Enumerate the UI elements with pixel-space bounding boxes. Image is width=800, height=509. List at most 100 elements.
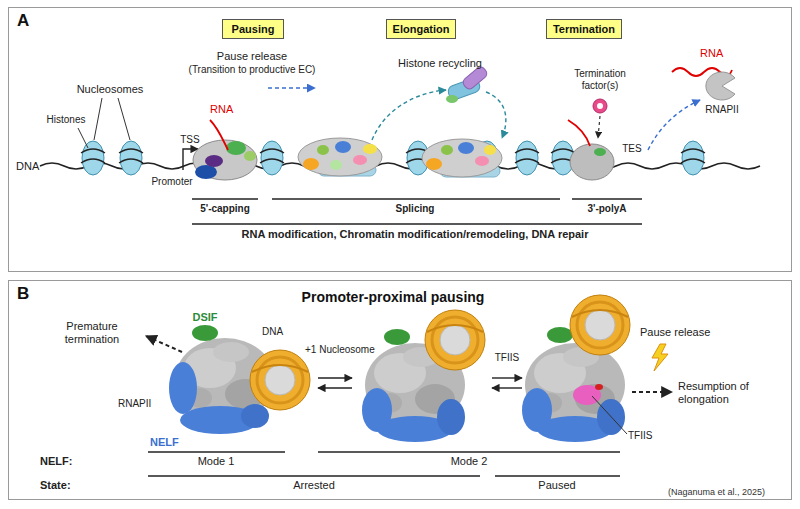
- elongation-complex: [298, 138, 382, 176]
- released-rnapii: [706, 72, 735, 100]
- release-arrow: [648, 100, 700, 150]
- leader-line: [78, 128, 88, 148]
- nucleosome: [681, 141, 705, 175]
- elongation-complex: [422, 139, 502, 177]
- row-heading: NELF:: [40, 455, 72, 468]
- arrested-complex: [192, 325, 218, 341]
- elongation-complex: [363, 144, 377, 154]
- process-bar: [192, 223, 642, 225]
- histone-octamer: [446, 95, 458, 103]
- process-bar: [572, 198, 642, 200]
- polymerase-label: RNAPII: [692, 104, 752, 116]
- stage-name: Termination: [547, 20, 621, 38]
- part-label: Histones: [36, 114, 96, 126]
- site-label: TES: [612, 143, 652, 155]
- terminating-complex: [594, 148, 606, 156]
- site-label: Promoter: [137, 176, 207, 188]
- mode-label: Mode 2: [439, 455, 499, 468]
- elongation-complex: [317, 145, 329, 155]
- stage-box: Pausing: [222, 19, 284, 39]
- factor-arrow: [598, 116, 600, 138]
- leader-line: [592, 396, 627, 434]
- outcome-label: Pause release: [640, 326, 710, 339]
- terminating-complex: [570, 144, 614, 180]
- equilibrium-arrow: [318, 387, 352, 388]
- rna-label: RNA: [700, 47, 723, 60]
- process-name: 5'-capping: [185, 203, 265, 215]
- factor-label: NELF: [150, 436, 179, 449]
- arrested-complex: [437, 399, 465, 435]
- leader-line: [78, 98, 130, 148]
- nucleosome: [260, 141, 284, 175]
- termination-factor: [593, 99, 607, 113]
- state-label: Paused: [517, 479, 597, 492]
- arrested-complex: [425, 310, 485, 370]
- recycling-arrow: [372, 90, 446, 140]
- paused-complex: [595, 384, 603, 390]
- process-bar: [272, 198, 560, 200]
- process-name: RNA modification, Chromatin modification…: [185, 228, 645, 241]
- process-note: Pause release: [192, 50, 312, 63]
- pause-release-arrow: [268, 87, 315, 89]
- site-label: TSS: [170, 134, 210, 146]
- arrested-complex: [169, 362, 197, 414]
- elongation-complex: [475, 156, 489, 166]
- part-label: DNA: [16, 160, 39, 173]
- paused-complex: [193, 120, 257, 180]
- elongation-complex: [441, 145, 453, 155]
- arrested-complex: [169, 325, 310, 434]
- arrested-complex: [362, 310, 485, 442]
- factor-label: DSIF: [185, 311, 225, 324]
- state-bar: [495, 475, 620, 477]
- panel-letter: B: [17, 284, 29, 304]
- lightning-bolt: [652, 344, 668, 371]
- elongation-complex: [484, 145, 496, 155]
- row-heading: State:: [40, 479, 71, 492]
- equilibrium-arrow: [492, 387, 522, 388]
- polymerase-label: RNAPII: [118, 398, 151, 410]
- termination-factor: [593, 99, 607, 113]
- elongation-complex: [426, 158, 442, 170]
- equilibrium-arrow: [318, 378, 522, 388]
- factor-label: TFIIS: [487, 352, 527, 364]
- factor-label: TFIIS: [628, 430, 652, 442]
- state-bar: [148, 475, 480, 477]
- process-bar: [192, 198, 258, 200]
- paused-complex: [205, 155, 223, 167]
- paused-complex: [193, 140, 257, 180]
- dna-strand: [40, 163, 760, 169]
- paused-complex: [547, 327, 573, 343]
- paused-complex: [195, 165, 217, 179]
- equilibrium-arrow: [492, 377, 522, 378]
- process-note: Histone recycling: [380, 57, 500, 70]
- rna-label: RNA: [210, 103, 233, 116]
- citation: (Naganuma et al., 2025): [668, 487, 765, 497]
- paused-complex: [522, 295, 630, 442]
- elongation-complex: [298, 138, 382, 176]
- process-bar: [192, 199, 642, 224]
- panel-title: Promoter-proximal pausing: [243, 289, 543, 305]
- elongation-complex: [303, 158, 319, 170]
- mode-label: Mode 1: [186, 455, 246, 468]
- outcome-label: Premature termination: [44, 320, 140, 345]
- process-name: Splicing: [375, 203, 455, 215]
- process-note: (Transition to productive EC): [167, 64, 337, 76]
- leader-line: [94, 98, 102, 140]
- elongation-complex: [353, 155, 367, 165]
- paused-complex: [226, 141, 246, 155]
- elongation-complex: [458, 142, 474, 154]
- panel-frame: B Promoter-proximal pausing: [8, 280, 792, 500]
- nucleosome: [119, 141, 143, 175]
- state-bar: [148, 452, 620, 476]
- elongation-complex: [330, 160, 342, 170]
- leader-line: [118, 98, 130, 140]
- arrested-complex: [250, 350, 310, 410]
- elongation-complex: [422, 139, 502, 177]
- nucleosome: [515, 141, 539, 175]
- paused-complex: [244, 151, 256, 161]
- state-bar: [318, 451, 620, 453]
- factor-label: Termination factor(s): [564, 68, 636, 91]
- resumption-arrow: [632, 391, 672, 393]
